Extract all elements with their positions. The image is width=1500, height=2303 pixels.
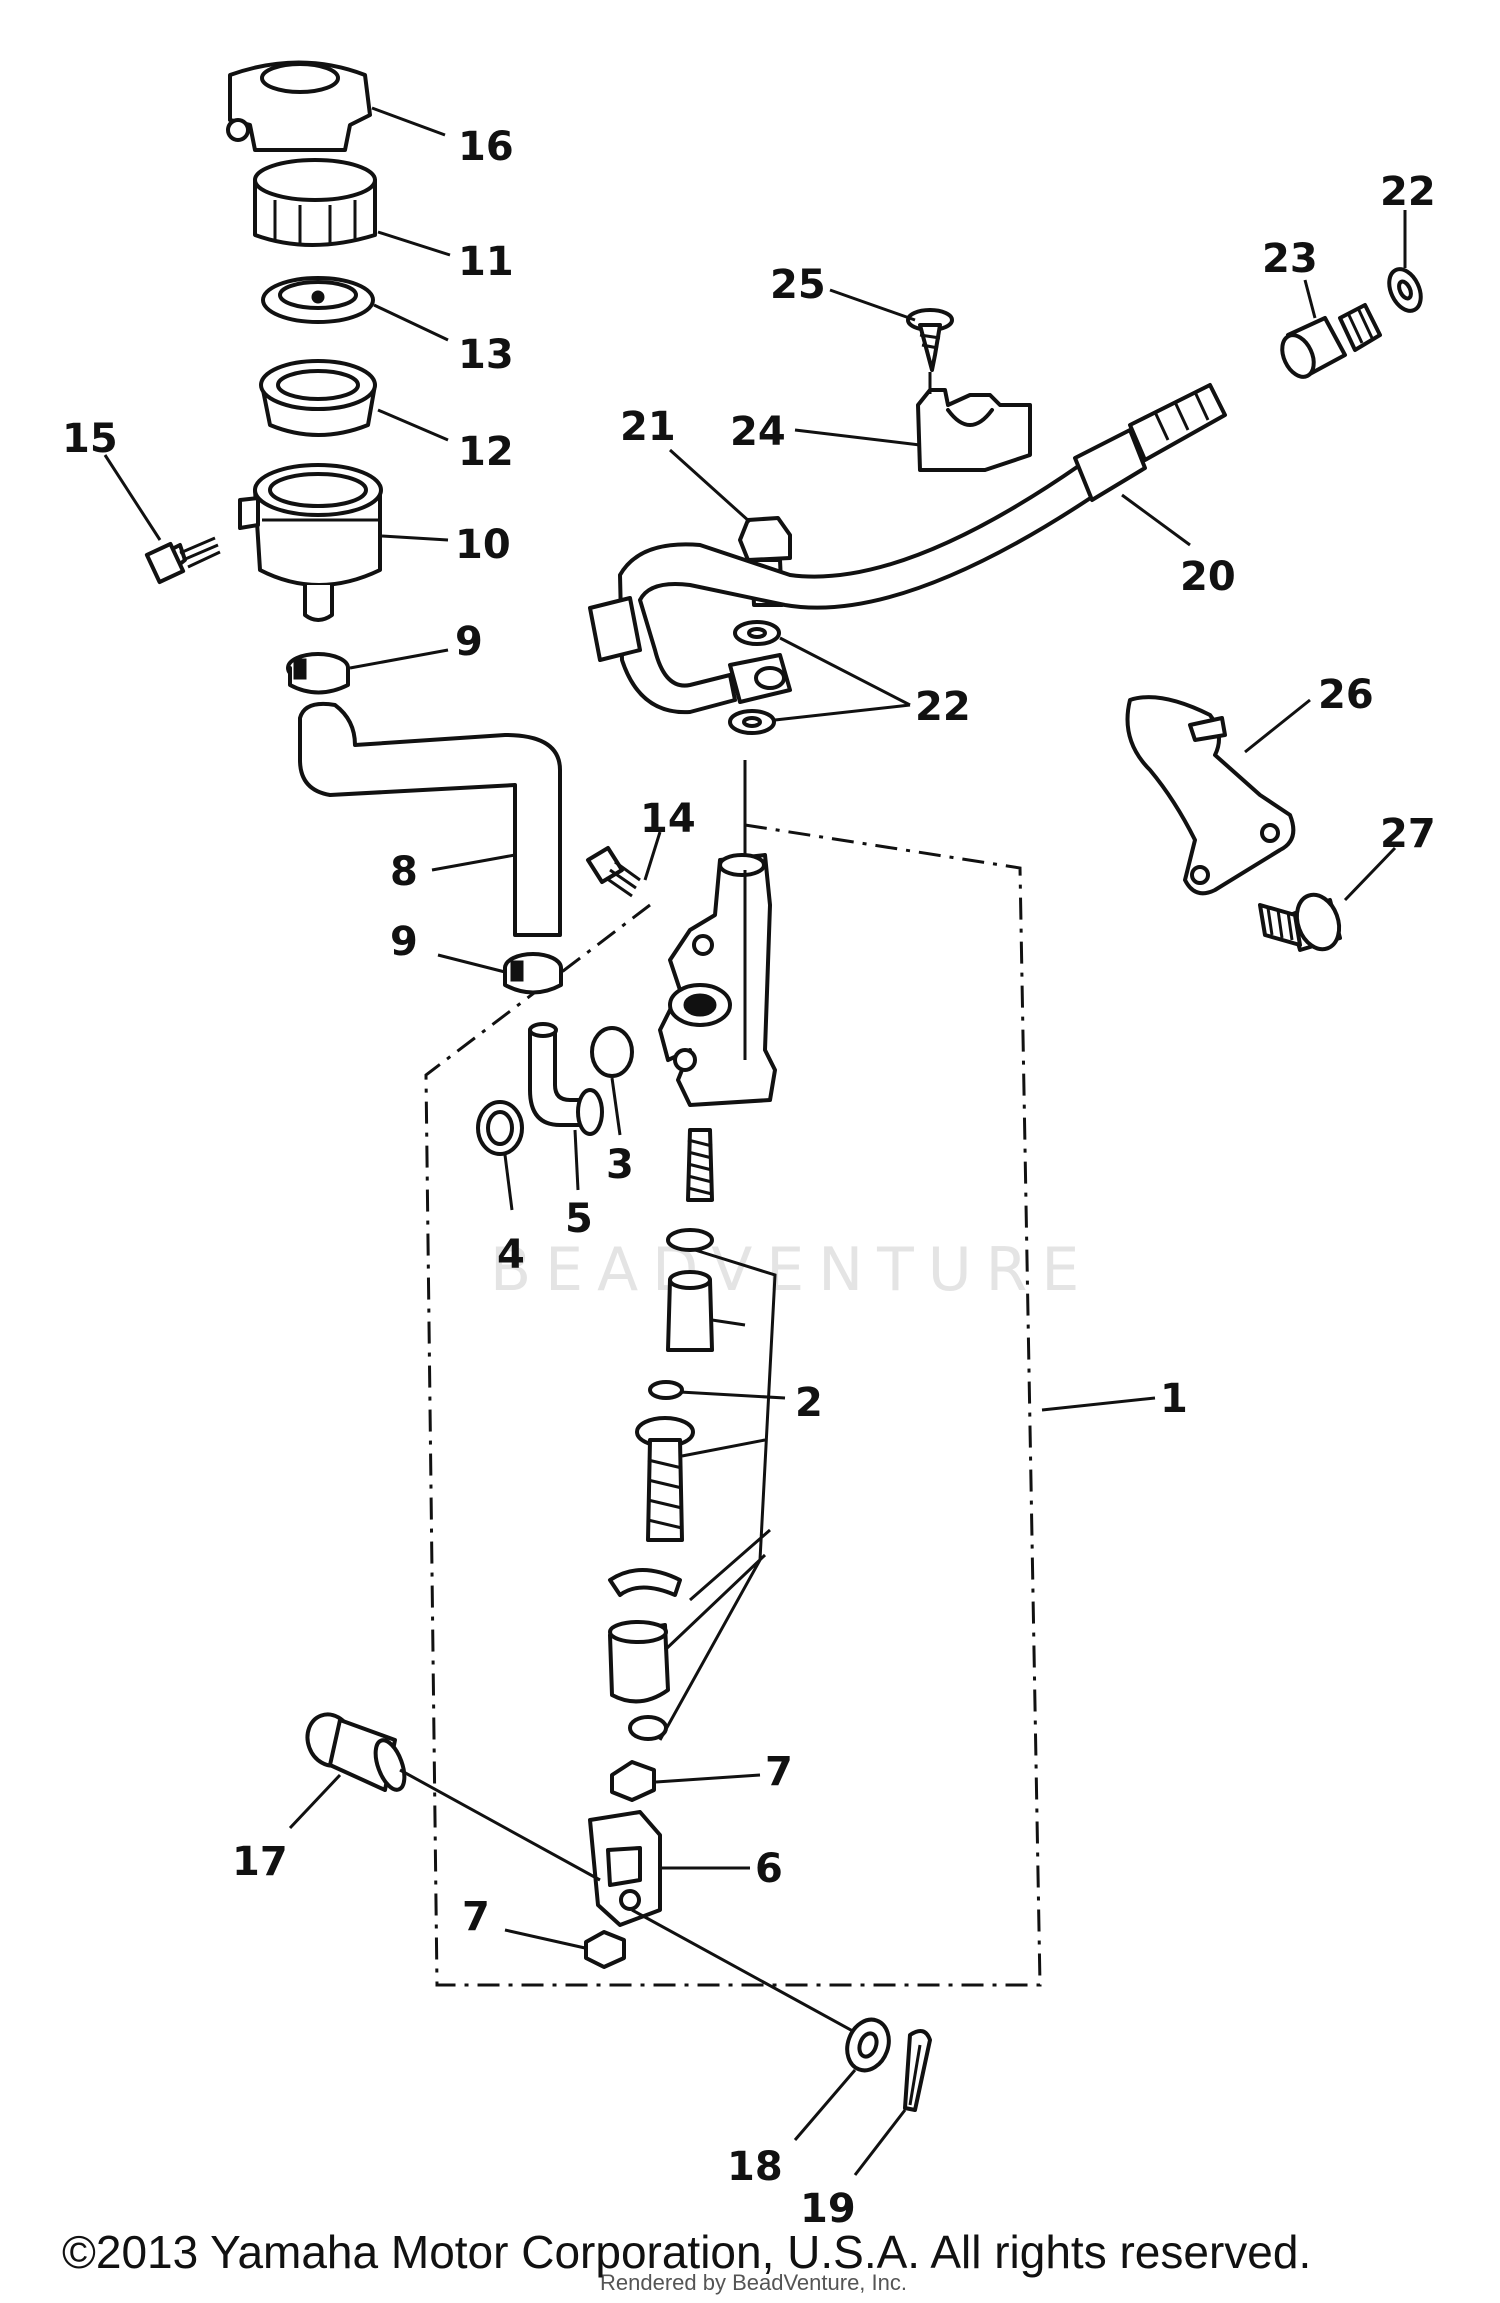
leader-9-lower (437, 953, 506, 974)
part-6-clevis (588, 1810, 662, 1927)
part-7-upper-nut (610, 1760, 656, 1802)
callout-26: 26 (1318, 672, 1374, 718)
callout-21: 21 (620, 404, 676, 450)
callout-15: 15 (62, 416, 118, 462)
leader-24 (794, 428, 921, 447)
part-7-lower-nut (584, 1930, 626, 1969)
callout-22-top: 22 (1380, 169, 1436, 215)
callout-20: 20 (1180, 554, 1236, 600)
part-22-top-washer (1387, 267, 1423, 313)
callout-9-lower: 9 (390, 919, 418, 965)
callout-1: 1 (1160, 1376, 1188, 1422)
leader-2 (679, 1390, 786, 1400)
leader-3 (610, 1077, 622, 1136)
callout-25: 25 (770, 262, 826, 308)
callout-18: 18 (727, 2144, 783, 2190)
leader-22-middle (779, 636, 911, 707)
leader-23 (1303, 279, 1317, 319)
part-16-cap-holder (226, 60, 372, 152)
part-19-cotter-pin (903, 2029, 932, 2112)
part-25-screw (906, 308, 954, 372)
leader-22-middle-b (774, 703, 911, 722)
callout-7-upper: 7 (765, 1749, 793, 1795)
leader-8 (431, 853, 516, 872)
part-3-o-ring (590, 1026, 634, 1078)
leader-16 (371, 106, 446, 137)
pin-axis-18 (631, 1908, 861, 2037)
leader-27 (1343, 846, 1397, 902)
callout-17: 17 (232, 1839, 288, 1885)
part-14-bolt (586, 846, 641, 898)
callout-13: 13 (458, 332, 514, 378)
part-20-brake-hose (588, 383, 1227, 715)
leader-25 (829, 288, 916, 322)
leader-21 (668, 448, 752, 524)
watermark-text: BEADVENTURE (490, 1235, 1093, 1305)
callout-27: 27 (1380, 811, 1436, 857)
callout-8: 8 (390, 849, 418, 895)
pin-axis-17 (399, 1768, 601, 1882)
leader-18 (793, 2069, 857, 2141)
callout-10: 10 (455, 522, 511, 568)
leader-19 (853, 2109, 907, 2176)
part-9-lower-hose-clamp (503, 952, 563, 995)
part-10-reservoir-tank (238, 463, 383, 622)
callout-6: 6 (755, 1846, 783, 1892)
part-17-clevis-pin (305, 1712, 407, 1792)
leader-15 (103, 454, 162, 541)
leader-9-upper (349, 648, 449, 670)
callout-4: 4 (497, 1232, 525, 1278)
part-22-washers (728, 620, 781, 735)
master-cylinder-body (658, 853, 777, 1107)
leader-7-upper (655, 1773, 761, 1784)
callout-16: 16 (458, 124, 514, 170)
fine-print: Rendered by BeadVenture, Inc. (600, 2270, 907, 2295)
callout-23: 23 (1262, 236, 1318, 282)
leader-11 (377, 230, 451, 257)
assembly-boundary (424, 823, 1042, 1987)
part-26-bracket (1125, 695, 1296, 896)
part-13-diaphragm-plate (261, 276, 375, 324)
part-12-diaphragm (259, 359, 377, 437)
part-27-bolt (1258, 892, 1342, 952)
leader-2-bracket (658, 1248, 777, 1741)
callout-3: 3 (606, 1142, 634, 1188)
callout-7-lower: 7 (462, 1894, 490, 1940)
part-5-hose-joint (528, 1022, 604, 1136)
leader-1 (1041, 1396, 1156, 1412)
leader-13 (373, 303, 449, 342)
callout-11: 11 (458, 239, 514, 285)
callout-5: 5 (565, 1196, 593, 1242)
part-4-circlip (476, 1100, 524, 1156)
part-2-piston-kit (608, 1128, 714, 1741)
part-9-upper-hose-clamp (286, 652, 350, 695)
part-24-hose-holder (916, 388, 1032, 472)
callout-19: 19 (800, 2186, 856, 2232)
copyright-notice: ©2013 Yamaha Motor Corporation, U.S.A. A… (62, 2226, 1311, 2278)
leader-26 (1244, 698, 1311, 754)
callout-12: 12 (458, 429, 514, 475)
callout-9-upper: 9 (455, 619, 483, 665)
part-18-washer (845, 2017, 891, 2073)
callout-24: 24 (730, 409, 786, 455)
leader-17 (288, 1773, 342, 1830)
leader-20 (1121, 493, 1191, 547)
leader-4 (503, 1154, 514, 1211)
leader-12 (377, 408, 449, 442)
callout-22-middle: 22 (915, 684, 971, 730)
part-11-reservoir-cap (253, 158, 377, 247)
leader-7-lower (504, 1928, 586, 1950)
leader-14 (643, 831, 662, 881)
part-8-reservoir-hose (298, 701, 562, 937)
leader-10 (381, 534, 449, 542)
part-15-screw (144, 536, 221, 585)
callout-2: 2 (795, 1380, 823, 1426)
part-23-fitting (1280, 303, 1382, 379)
callout-14: 14 (640, 796, 696, 842)
leader-5 (573, 1129, 580, 1191)
